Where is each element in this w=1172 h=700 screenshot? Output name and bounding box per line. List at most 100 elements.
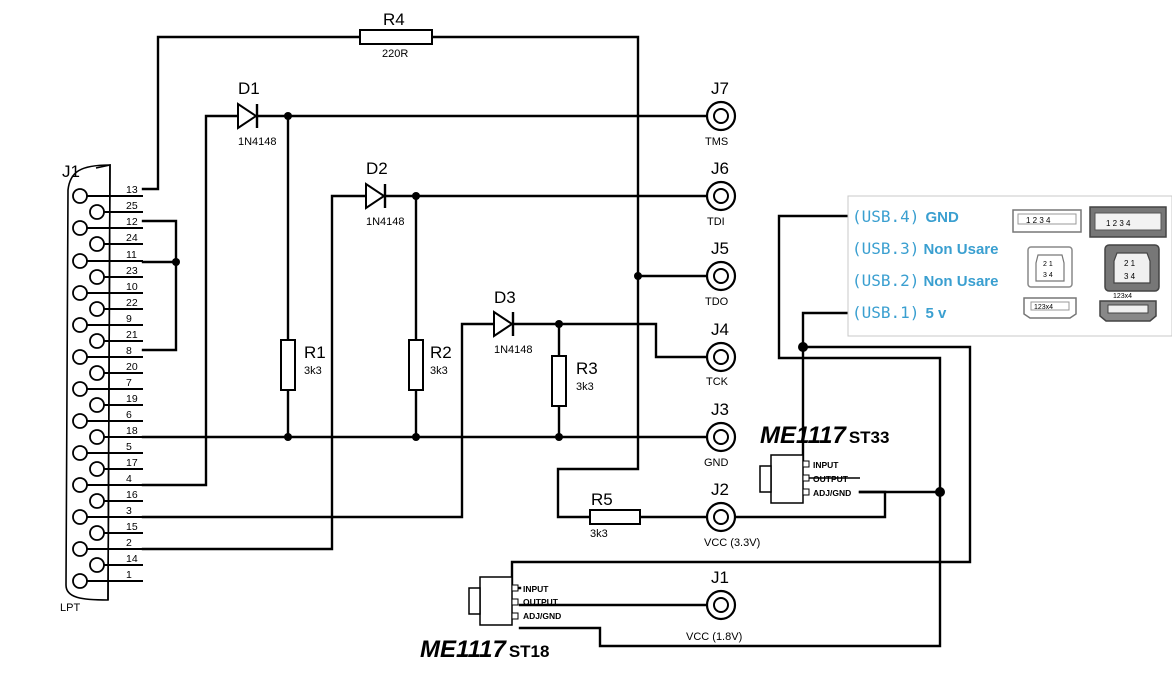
j6-label: TDI	[707, 216, 725, 228]
lpt-pin-8-number: 8	[126, 345, 132, 357]
j3-ref: J3	[711, 400, 729, 419]
usb-b-plug-pins-bottom: 3 4	[1124, 272, 1136, 281]
usb-b-plug-icon: 2 1 3 4	[1104, 244, 1160, 292]
r3-ref: R3	[576, 359, 598, 378]
usb-b-plug-pins-top: 2 1	[1124, 259, 1136, 268]
lpt-pin-8-circle	[72, 349, 88, 365]
lpt-pin-7-number: 7	[126, 377, 132, 389]
lpt-pin-24-circle	[89, 236, 105, 252]
st18-pin-output: OUTPUT	[523, 597, 559, 607]
mini-usb-plug-pins: 123x4	[1113, 293, 1132, 300]
resistor-r1: R1 3k3	[280, 339, 326, 391]
lpt-pin-25-circle	[89, 204, 105, 220]
j7-label: TMS	[705, 136, 728, 148]
lpt-pin-13-number: 13	[126, 184, 138, 196]
usb-label-3: (USB.3)Non Usare	[852, 239, 998, 258]
j4-ref: J4	[711, 320, 729, 339]
r2-value: 3k3	[430, 365, 448, 377]
wires	[141, 35, 972, 648]
usb-b-pins-top: 2 1	[1043, 261, 1053, 268]
lpt-pin-12-number: 12	[126, 216, 138, 228]
lpt-pin-12-circle	[72, 220, 88, 236]
usb-a-plug-icon: 1 2 3 4	[1089, 206, 1167, 238]
junctions	[172, 112, 945, 497]
jack-j2: J2 VCC (3.3V)	[704, 480, 760, 549]
lpt-pin-15-circle	[89, 525, 105, 541]
lpt-pin-24-number: 24	[126, 232, 138, 244]
lpt-pin-15-number: 15	[126, 521, 138, 533]
resistor-r5: R5 3k3	[589, 490, 641, 540]
lpt-pin-23-circle	[89, 269, 105, 285]
j6-ref: J6	[711, 159, 729, 178]
lpt-pin-11-number: 11	[126, 249, 137, 261]
diode-d2: D2 1N4148	[365, 159, 405, 228]
resistor-r3: R3 3k3	[551, 355, 598, 407]
lpt-pin-7-circle	[72, 381, 88, 397]
lpt-pin-16-number: 16	[126, 489, 138, 501]
diode-d1: D1 1N4148	[237, 79, 277, 148]
d3-ref: D3	[494, 288, 516, 307]
lpt-pin-1-circle	[72, 573, 88, 589]
jack-j4: J4 TCK	[705, 320, 737, 388]
usb-pinout-panel: (USB.4)GND (USB.3)Non Usare (USB.2)Non U…	[847, 195, 1172, 337]
lpt-pin-3-circle	[72, 509, 88, 525]
lpt-pin-21-circle	[89, 333, 105, 349]
connector-label: LPT	[60, 602, 80, 614]
connector-ref: J1	[62, 162, 80, 181]
j2-label: VCC (3.3V)	[704, 537, 760, 549]
resistor-r4: R4 220R	[359, 10, 433, 60]
st33-pin-adj: ADJ/GND	[813, 488, 851, 498]
j2-ref: J2	[711, 480, 729, 499]
mini-usb-plug-icon: 123x4	[1099, 293, 1157, 322]
d1-ref: D1	[238, 79, 260, 98]
lpt-pin-6-circle	[72, 413, 88, 429]
jack-j5: J5 TDO	[705, 239, 737, 308]
lpt-pin-14-circle	[89, 557, 105, 573]
j1-ref: J1	[711, 568, 729, 587]
d1-value: 1N4148	[238, 136, 277, 148]
lpt-pin-18-number: 18	[126, 425, 138, 437]
r1-value: 3k3	[304, 365, 322, 377]
d2-value: 1N4148	[366, 216, 405, 228]
lpt-pin-21-number: 21	[126, 329, 138, 341]
r2-ref: R2	[430, 343, 452, 362]
r4-value: 220R	[382, 48, 408, 60]
lpt-pin-11-circle	[72, 253, 88, 269]
lpt-pin-9-circle	[72, 317, 88, 333]
usb-b-pins-bottom: 3 4	[1043, 272, 1053, 279]
d3-value: 1N4148	[494, 344, 533, 356]
j5-ref: J5	[711, 239, 729, 258]
usb-label-4: (USB.4)GND	[852, 207, 959, 226]
st33-pin-input: INPUT	[813, 460, 839, 470]
lpt-pin-3-number: 3	[126, 505, 132, 517]
usb-label-1: (USB.1)5 v	[852, 303, 947, 322]
st18-pin-input: INPUT	[523, 584, 549, 594]
j4-label: TCK	[706, 376, 729, 388]
lpt-pin-9-number: 9	[126, 313, 132, 325]
usb-b-receptacle-icon: 2 1 3 4	[1027, 246, 1073, 288]
r1-ref: R1	[304, 343, 326, 362]
lpt-pin-14-number: 14	[126, 553, 138, 565]
d2-ref: D2	[366, 159, 388, 178]
jack-j7: J7 TMS	[705, 79, 737, 148]
lpt-pin-1-number: 1	[126, 569, 132, 581]
lpt-pin-2-circle	[72, 541, 88, 557]
lpt-pin-23-number: 23	[126, 265, 138, 277]
lpt-pin-22-number: 22	[126, 297, 138, 309]
r4-ref: R4	[383, 10, 405, 29]
r5-ref: R5	[591, 490, 613, 509]
lpt-pin-13-circle	[72, 188, 88, 204]
lpt-pin-10-circle	[72, 285, 88, 301]
jack-j3: J3 GND	[704, 400, 737, 469]
lpt-pin-4-circle	[72, 477, 88, 493]
st33-pin-output: OUTPUT	[813, 474, 849, 484]
j1-label: VCC (1.8V)	[686, 631, 742, 643]
lpt-pin-16-circle	[89, 493, 105, 509]
lpt-pin-22-circle	[89, 301, 105, 317]
lpt-pin-20-number: 20	[126, 361, 138, 373]
